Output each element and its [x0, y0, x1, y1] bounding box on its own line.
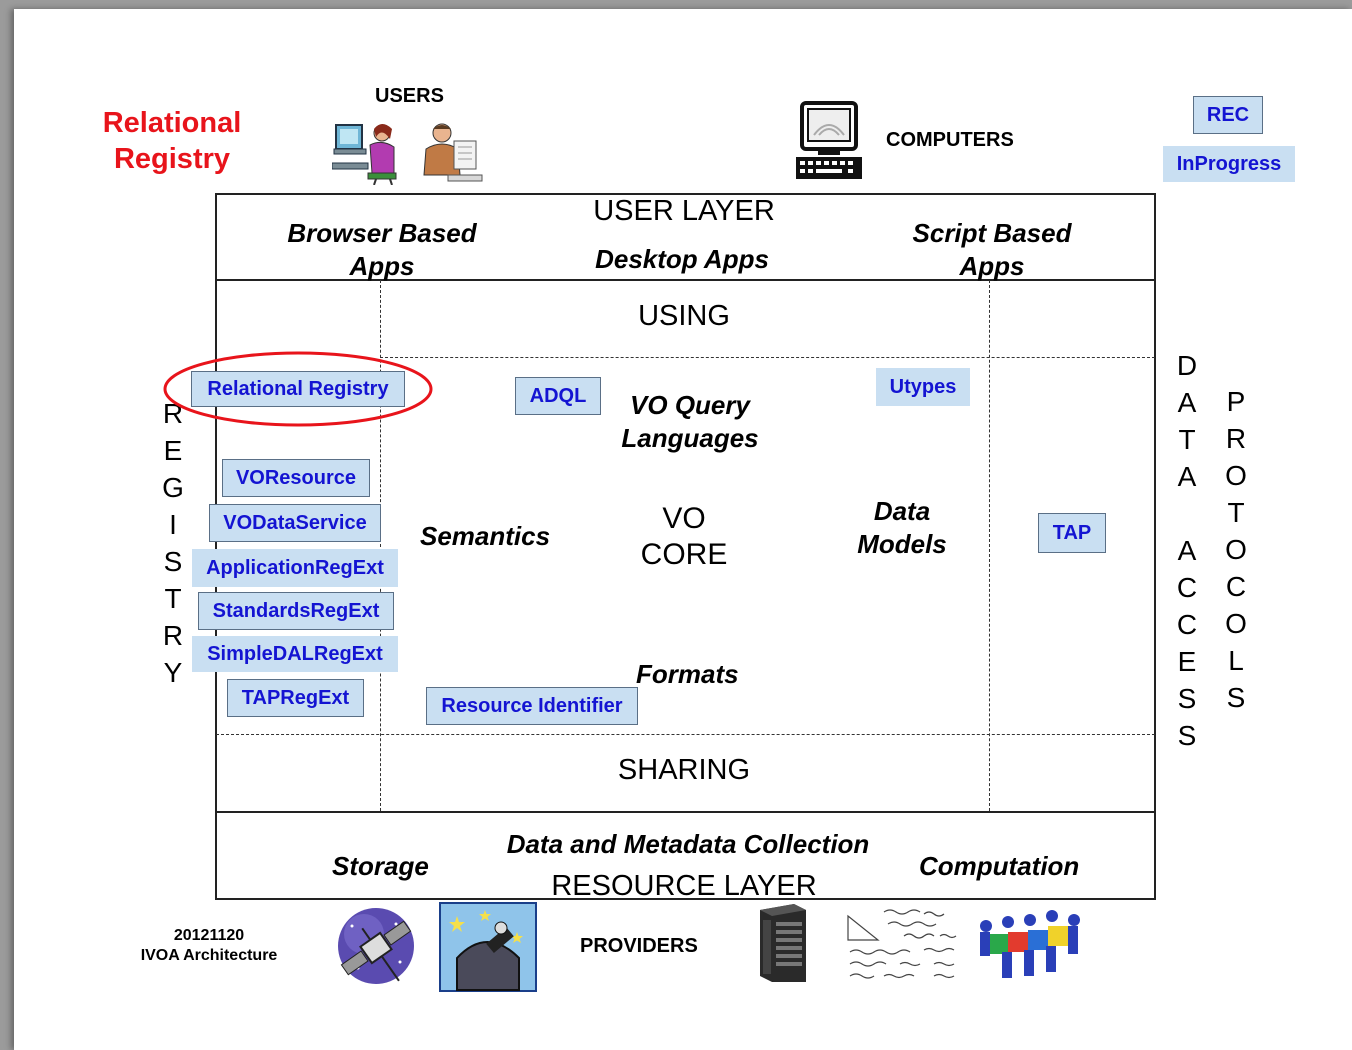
protocols-letter: C — [1225, 571, 1247, 602]
protocols-letter: T — [1227, 497, 1245, 528]
protocols-letter: O — [1225, 608, 1247, 639]
highlight-ellipse — [163, 351, 433, 427]
left-dashed-line — [380, 280, 381, 811]
computer-terminal-icon — [796, 101, 862, 179]
data-access-letter: T — [1178, 424, 1196, 455]
team-puzzle-icon — [980, 910, 1080, 978]
observatory-icon — [439, 902, 537, 992]
browser-based-apps: Browser Based Apps — [262, 217, 502, 283]
data-metadata-collection-label: Data and Metadata Collection — [506, 829, 870, 859]
users-label: USERS — [375, 85, 444, 107]
title-line-1: Relational — [102, 107, 242, 139]
slide: Relational Registry USERS — [14, 9, 1352, 1050]
vo-query-languages: VO Query Languages — [590, 389, 790, 455]
protocols-letter: P — [1226, 386, 1246, 417]
data-access-letter: A — [1177, 387, 1197, 418]
protocols-letter: L — [1228, 645, 1244, 676]
server-rack-icon — [760, 904, 806, 982]
providers-label: PROVIDERS — [580, 935, 698, 957]
registry-letter: T — [164, 583, 182, 614]
computers-label: COMPUTERS — [886, 129, 1014, 151]
registry-letter: I — [169, 509, 177, 540]
utypes-box[interactable]: Utypes — [876, 368, 970, 406]
resource-layer-divider — [215, 811, 1156, 813]
using-label: USING — [638, 300, 730, 332]
page-title: Relational Registry — [92, 105, 252, 177]
data-access-letter: D — [1176, 350, 1198, 381]
data-access-letter: E — [1177, 646, 1197, 677]
right-dashed-line — [989, 280, 990, 811]
browser-line-2: Apps — [349, 251, 415, 281]
registry-letter: R — [162, 620, 184, 651]
user-at-computer-icon — [332, 124, 397, 185]
storage-label: Storage — [332, 851, 429, 881]
frame-top — [215, 193, 1156, 195]
standardsregext-box[interactable]: StandardsRegExt — [198, 592, 394, 630]
simpledalregext-box[interactable]: SimpleDALRegExt — [192, 636, 398, 672]
protocols-letter: S — [1226, 682, 1246, 713]
vo-core-label: VO CORE — [614, 501, 754, 573]
data-access-letter: S — [1177, 683, 1197, 714]
legend-inprogress: InProgress — [1163, 146, 1295, 182]
desktop-apps: Desktop Apps — [595, 244, 769, 274]
tap-box[interactable]: TAP — [1038, 513, 1106, 553]
protocols-letter: O — [1225, 534, 1247, 565]
footer-date: 20121120 — [173, 927, 245, 944]
protocols-letter: O — [1225, 460, 1247, 491]
semantics-label: Semantics — [420, 521, 551, 551]
script-line-2: Apps — [959, 251, 1025, 281]
applicationregext-box[interactable]: ApplicationRegExt — [192, 549, 398, 587]
data-access-letter: C — [1176, 609, 1198, 640]
vo-query-line-2: Languages — [621, 423, 759, 453]
math-formulas-icon — [844, 904, 966, 986]
resource-layer-title: RESOURCE LAYER — [551, 870, 817, 902]
data-access-letter: A — [1177, 535, 1197, 566]
legend-rec: REC — [1193, 96, 1263, 134]
relational-registry-box[interactable]: Relational Registry — [191, 371, 405, 407]
data-access-vertical-label: D A T A A C C E S S — [1172, 347, 1202, 754]
sharing-label: SHARING — [617, 754, 751, 786]
formats-label: Formats — [636, 659, 739, 689]
user-layer-title: USER LAYER — [593, 195, 775, 227]
data-access-letter: C — [1176, 572, 1198, 603]
script-based-apps: Script Based Apps — [872, 217, 1112, 283]
tapregext-box[interactable]: TAPRegExt — [227, 679, 364, 717]
voresource-box[interactable]: VOResource — [222, 459, 370, 497]
protocols-vertical-label: P R O T O C O L S — [1221, 383, 1251, 716]
user-reading-icon — [423, 123, 483, 182]
resource-identifier-box[interactable]: Resource Identifier — [426, 687, 638, 725]
satellite-icon — [338, 908, 414, 984]
core-bottom-dashed-line — [216, 734, 1155, 735]
registry-letter: G — [162, 472, 184, 503]
data-models-label: Data Models — [832, 495, 972, 561]
data-access-letter: S — [1177, 720, 1197, 751]
footer-name: IVOA Architecture — [140, 947, 278, 964]
frame-bottom — [215, 898, 1156, 900]
computation-label: Computation — [919, 851, 1080, 881]
data-models-line-2: Models — [857, 529, 947, 559]
protocols-letter: R — [1225, 423, 1247, 454]
registry-vertical-label: R E G I S T R Y — [158, 395, 188, 691]
registry-letter: Y — [163, 657, 183, 688]
adql-box[interactable]: ADQL — [515, 377, 601, 415]
vo-core-line-2: CORE — [640, 538, 728, 571]
frame-left — [215, 193, 217, 900]
data-models-line-1: Data — [873, 496, 931, 526]
title-line-2: Registry — [113, 143, 231, 175]
registry-letter: S — [163, 546, 183, 577]
frame-right — [1154, 193, 1156, 900]
script-line-1: Script Based — [912, 218, 1072, 248]
vo-core-line-1: VO — [662, 502, 706, 535]
vodataservice-box[interactable]: VODataService — [209, 504, 381, 542]
footer-info: 20121120 IVOA Architecture — [126, 926, 292, 966]
core-top-dashed-line — [380, 357, 1155, 358]
vo-query-line-1: VO Query — [630, 390, 750, 420]
registry-letter: E — [163, 435, 183, 466]
browser-line-1: Browser Based — [287, 218, 477, 248]
data-access-letter: A — [1177, 461, 1197, 492]
user-layer-divider — [215, 279, 1156, 281]
